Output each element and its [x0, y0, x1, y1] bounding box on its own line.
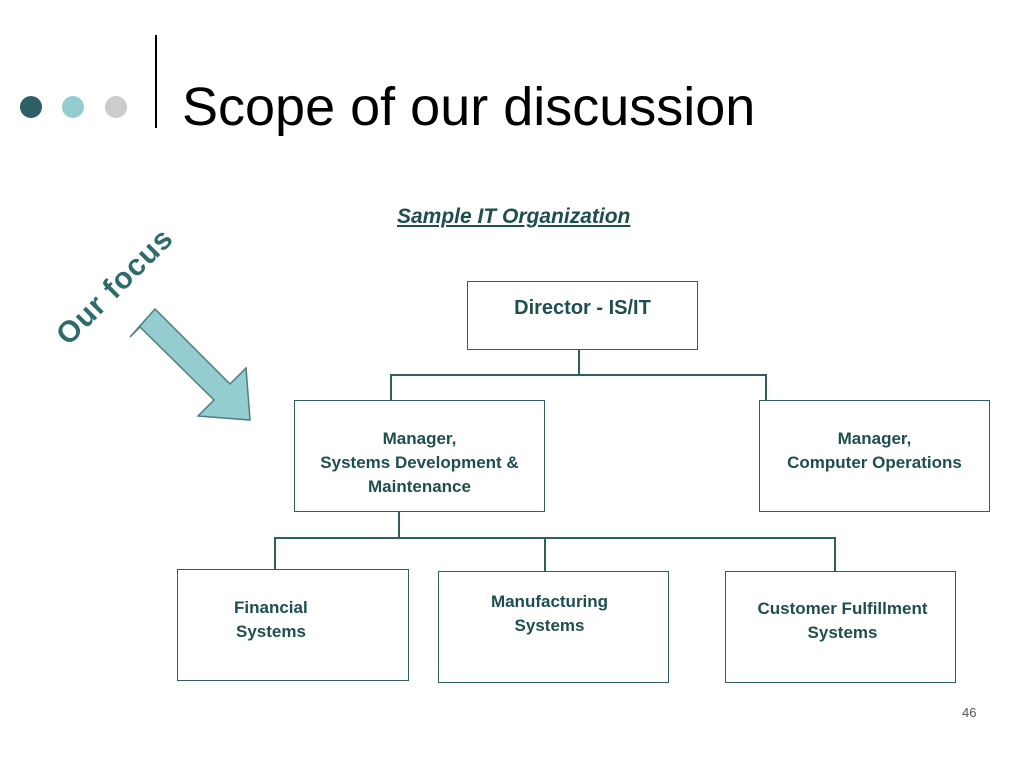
manager-dev-box: Manager, Systems Development & Maintenan…: [294, 400, 545, 512]
customer-line1: Customer Fulfillment: [757, 599, 928, 618]
connector-to-manager-ops: [765, 374, 767, 401]
manager-ops-line1: Manager,: [837, 429, 912, 448]
manager-dev-line3: Maintenance: [368, 477, 471, 496]
connector-systems-horizontal: [274, 537, 835, 539]
customer-fulfillment-box: Customer Fulfillment Systems: [725, 571, 956, 683]
connector-director-down: [578, 350, 580, 375]
manager-dev-line2: Systems Development &: [320, 453, 519, 472]
manager-ops-line2: Computer Operations: [787, 453, 962, 472]
connector-to-manager-dev: [390, 374, 392, 401]
slide-title: Scope of our discussion: [182, 77, 756, 137]
connector-managers-horizontal: [390, 374, 766, 376]
manufacturing-line2: Systems: [514, 616, 585, 635]
bullet-dot-gray: [105, 96, 127, 118]
director-box: Director - IS/IT: [467, 281, 698, 350]
focus-arrow-icon: [129, 307, 251, 421]
financial-line2: Systems: [236, 622, 306, 641]
page-number: 46: [962, 705, 977, 720]
connector-to-customer: [834, 537, 836, 572]
diagram-subtitle: Sample IT Organization: [397, 205, 631, 228]
financial-systems-box: Financial Systems: [177, 569, 409, 681]
title-divider: [155, 35, 157, 128]
customer-line2: Systems: [807, 623, 878, 642]
manufacturing-line1: Manufacturing: [490, 592, 609, 611]
director-label: Director - IS/IT: [514, 297, 651, 319]
manager-dev-line1: Manager,: [382, 429, 457, 448]
manufacturing-systems-box: Manufacturing Systems: [438, 571, 669, 683]
connector-dev-down: [398, 512, 400, 538]
bullet-dot-light: [62, 96, 84, 118]
financial-line1: Financial: [234, 598, 308, 617]
connector-to-manufacturing: [544, 537, 546, 572]
connector-to-financial: [274, 537, 276, 570]
manager-ops-box: Manager, Computer Operations: [759, 400, 990, 512]
bullet-dot-dark: [20, 96, 42, 118]
